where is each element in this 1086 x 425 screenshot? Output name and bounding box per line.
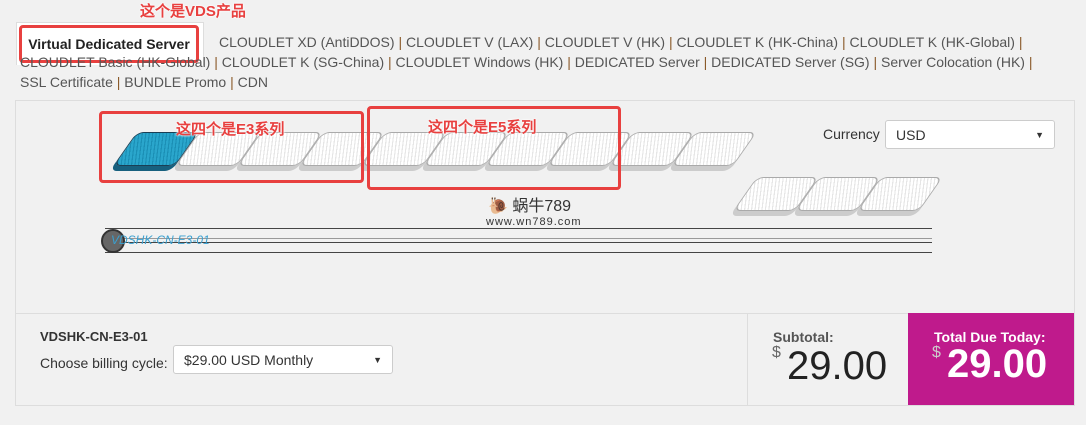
separator: | [665, 34, 677, 50]
currency-label: Currency [823, 126, 880, 142]
tab-virtual-dedicated-server[interactable]: Virtual Dedicated Server [19, 25, 199, 63]
billing-cycle-label: Choose billing cycle: [40, 355, 168, 371]
category-link[interactable]: CLOUDLET K (SG-China) [221, 54, 385, 70]
category-link[interactable]: CLOUDLET K (HK-Global) [849, 34, 1015, 50]
category-link[interactable]: CDN [237, 74, 268, 90]
separator: | [838, 34, 850, 50]
annotation-box-e5 [367, 106, 621, 190]
chevron-down-icon: ▼ [373, 354, 382, 365]
billing-cycle-select[interactable]: $29.00 USD Monthly ▼ [173, 345, 393, 374]
category-link[interactable]: DEDICATED Server [574, 54, 700, 70]
separator: | [1014, 34, 1023, 50]
slider-track-line [105, 228, 932, 229]
separator: | [394, 34, 406, 50]
tab-background [16, 22, 204, 65]
currency-value: USD [896, 126, 926, 143]
category-link[interactable]: CLOUDLET V (HK) [544, 34, 666, 50]
slider-label: VDSHK-CN-E3-01 [111, 233, 210, 247]
watermark-logo: 🐌 蜗牛789 [488, 198, 572, 215]
subtotal-currency: $ [772, 344, 781, 361]
category-link[interactable]: BUNDLE Promo [124, 74, 227, 90]
watermark-url: www.wn789.com [486, 216, 582, 228]
product-name: VDSHK-CN-E3-01 [40, 329, 148, 344]
currency-select[interactable]: USD ▼ [885, 120, 1055, 149]
category-link[interactable]: CLOUDLET V (LAX) [405, 34, 534, 50]
annotation-e5: 这四个是E5系列 [428, 119, 537, 136]
annotation-vds: 这个是VDS产品 [140, 3, 246, 20]
separator: | [869, 54, 882, 70]
total-currency: $ [932, 344, 941, 361]
slider-track-line [105, 238, 932, 239]
divider [747, 313, 748, 405]
category-links: CLOUDLET XD (AntiDDOS) | CLOUDLET V (LAX… [20, 32, 1060, 92]
separator: | [112, 74, 125, 90]
billing-cycle-value: $29.00 USD Monthly [184, 351, 314, 368]
category-link[interactable]: Server Colocation (HK) [881, 54, 1025, 70]
slider-handle[interactable] [101, 229, 125, 253]
category-link[interactable]: DEDICATED Server (SG) [711, 54, 870, 70]
subtotal-label: Subtotal: [773, 329, 834, 345]
total-label: Total Due Today: [934, 329, 1046, 345]
category-link[interactable]: CLOUDLET Windows (HK) [395, 54, 564, 70]
category-link[interactable]: CLOUDLET XD (AntiDDOS) [219, 34, 395, 50]
total-due-box [908, 313, 1074, 405]
category-link[interactable]: SSL Certificate [20, 74, 113, 90]
separator: | [384, 54, 396, 70]
total-amount: 29.00 [947, 342, 1048, 386]
separator: | [699, 54, 712, 70]
annotation-box-e3 [99, 111, 364, 183]
slider-track-line [105, 242, 932, 243]
chevron-down-icon: ▼ [1035, 129, 1044, 140]
slider-track-line [105, 252, 932, 253]
category-link[interactable]: CLOUDLET Basic (HK-Global) [20, 54, 211, 70]
subtotal-amount: 29.00 [787, 344, 888, 388]
separator: | [563, 54, 575, 70]
annotation-e3: 这四个是E3系列 [176, 121, 285, 138]
separator: | [226, 74, 238, 90]
separator: | [533, 34, 545, 50]
separator: | [210, 54, 222, 70]
category-link[interactable]: CLOUDLET K (HK-China) [676, 34, 839, 50]
separator: | [1024, 54, 1033, 70]
